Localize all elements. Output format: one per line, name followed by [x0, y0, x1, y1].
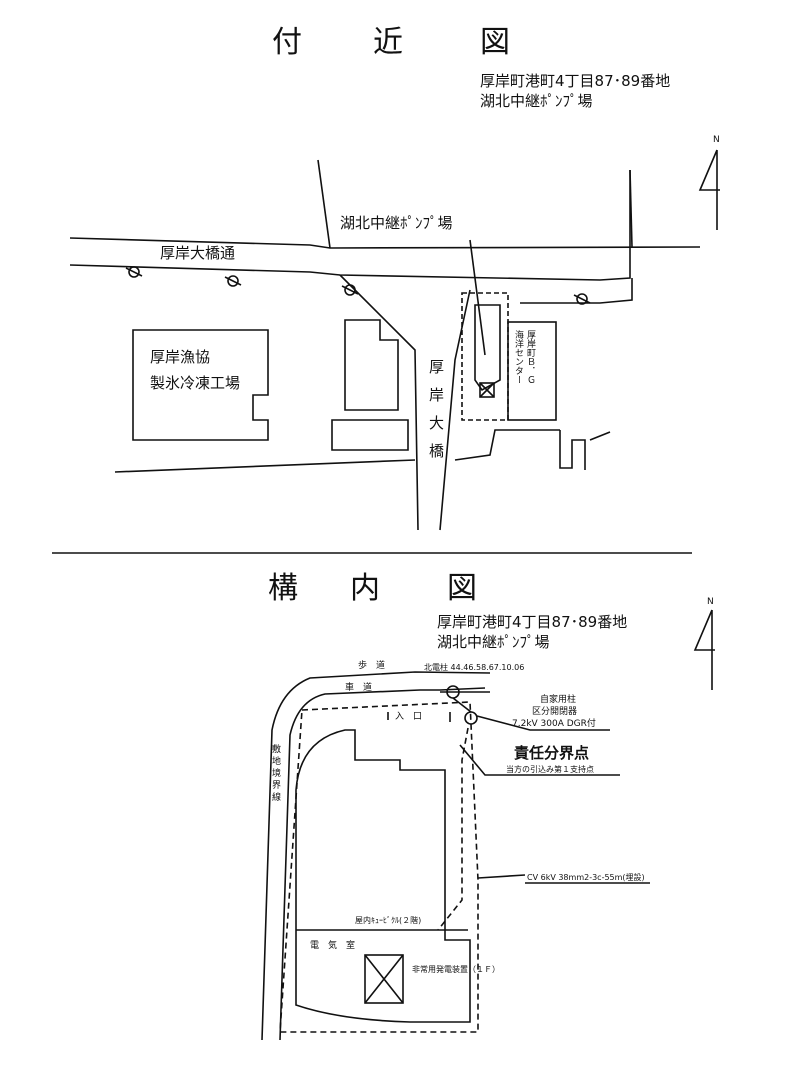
- cable-leader: [477, 874, 526, 879]
- bridge-label-char-4: 橋: [429, 442, 444, 460]
- switch-label-3: 7.2kV 300A DGR付: [512, 718, 596, 729]
- bridge-label-char-1: 厚: [429, 358, 444, 376]
- road-west-branch: [317, 159, 331, 249]
- road-east-branch: [629, 169, 633, 248]
- sea-center-label-1: 厚岸町Ｂ．Ｇ: [525, 330, 536, 384]
- road-south-edge: [69, 170, 631, 281]
- vicinity-title-char-2: 近: [373, 25, 403, 60]
- sidewalk-label: 歩 道: [358, 659, 385, 671]
- pump-site-boundary: [461, 292, 509, 421]
- cable-spec-label: CV 6kV 38mm2-3c-55m(埋設): [527, 872, 645, 882]
- pole-connection: [452, 697, 472, 713]
- generator-box-cross: [364, 954, 404, 1004]
- site-boundary-dashed: [279, 701, 479, 1033]
- site-title-char-3: 図: [447, 571, 477, 606]
- building-small: [331, 419, 409, 451]
- fish-factory-label-2: 製氷冷凍工場: [150, 374, 240, 392]
- north-arrow-top: [698, 149, 720, 230]
- boundary-label-char-2: 地: [272, 755, 281, 767]
- fish-factory-building: [132, 329, 269, 441]
- site-title-char-1: 構: [268, 571, 298, 606]
- pump-building-outline: [295, 729, 471, 1023]
- sea-center-building: [507, 321, 557, 421]
- road-north-edge: [69, 237, 701, 249]
- road-right-stub: [520, 278, 633, 304]
- shoreline-pier: [559, 430, 586, 470]
- switch-label-2: 区分開閉器: [532, 706, 577, 717]
- shoreline-east: [454, 429, 560, 461]
- boundary-label-char-4: 界: [272, 780, 281, 791]
- responsibility-note: 当方の引込み第１支持点: [506, 764, 594, 774]
- responsibility-label: 責任分界点: [514, 744, 589, 762]
- pole-label: 北電柱 44.46.58.67.10.06: [424, 662, 524, 672]
- shoreline-end: [589, 431, 611, 441]
- responsibility-leader: [459, 744, 620, 776]
- boundary-label-char-1: 敷: [272, 743, 281, 755]
- generator-box: [364, 954, 404, 1004]
- road-inner-line: [279, 687, 486, 1041]
- bridge-east-edge: [439, 289, 471, 531]
- pump-site-building: [474, 304, 501, 392]
- utility-poles: [125, 266, 591, 305]
- switch-leader: [476, 715, 610, 731]
- fish-factory-label-1: 厚岸漁協: [150, 348, 210, 366]
- road-outline: [261, 671, 491, 1041]
- bridge-west-edge: [339, 274, 419, 531]
- north-arrow-bottom: [693, 609, 715, 690]
- cubicle-label: 屋内ｷｭｰﾋﾞｸﾙ(２階): [355, 915, 421, 925]
- north-label-top: N: [713, 135, 720, 145]
- bridge-label-char-2: 岸: [429, 386, 444, 404]
- electric-room-label: 電 気 室: [310, 939, 355, 951]
- roadway-label: 車 道: [345, 681, 372, 693]
- pump-generator-box: [479, 382, 495, 398]
- vicinity-title-char-3: 図: [480, 25, 510, 60]
- entrance-label: 入 口: [395, 711, 422, 722]
- bridge-label-char-3: 大: [429, 414, 444, 432]
- vicinity-title-char-1: 付: [272, 25, 302, 60]
- cable-route: [437, 727, 469, 931]
- street-label: 厚岸大橋通: [160, 244, 235, 262]
- boundary-label-char-3: 境: [272, 767, 281, 779]
- sea-center-label-2: 海洋センター: [513, 329, 524, 384]
- vicinity-facility-name: 湖北中継ﾎﾟﾝﾌﾟ場: [480, 92, 593, 110]
- generator-cross: [479, 382, 495, 398]
- vicinity-address: 厚岸町港町4丁目87･89番地: [480, 72, 670, 90]
- site-title-char-2: 内: [350, 571, 380, 606]
- pump-station-label: 湖北中継ﾎﾟﾝﾌﾟ場: [340, 214, 453, 232]
- north-label-bottom: N: [707, 597, 714, 607]
- site-address: 厚岸町港町4丁目87･89番地: [437, 613, 627, 631]
- site-facility-name: 湖北中継ﾎﾟﾝﾌﾟ場: [437, 633, 550, 651]
- building-middle: [344, 319, 399, 411]
- boundary-label-char-5: 線: [272, 791, 281, 803]
- shoreline: [114, 459, 416, 473]
- pump-leader-line: [469, 239, 486, 356]
- generator-label: 非常用発電装置（１Ｆ）: [412, 964, 500, 974]
- switch-label-1: 自家用柱: [540, 693, 576, 705]
- entrance-marker: [387, 712, 451, 722]
